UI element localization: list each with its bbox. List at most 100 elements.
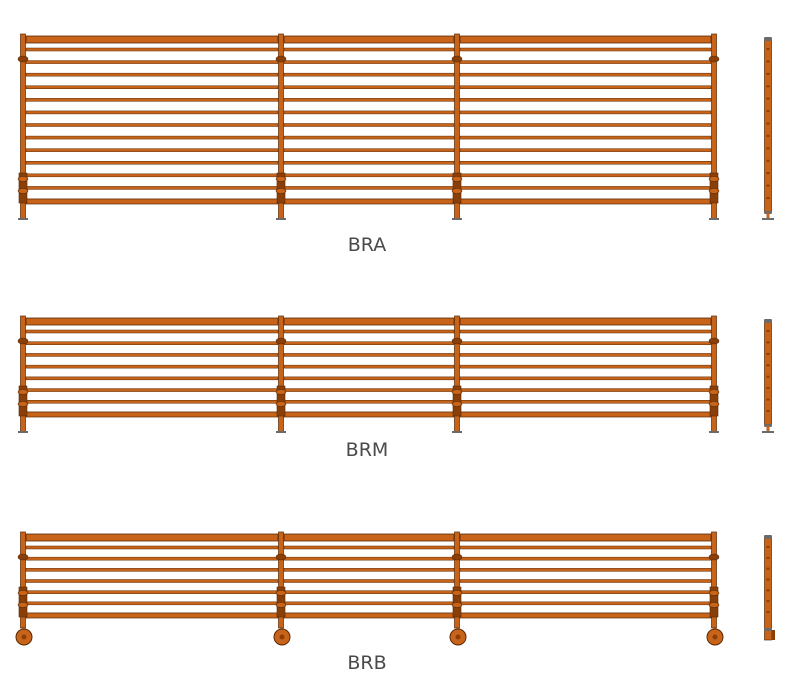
label-bra: BRA xyxy=(347,234,387,256)
coupler xyxy=(17,389,29,395)
side-rail-end xyxy=(766,387,770,390)
base-plate xyxy=(18,218,28,220)
rail xyxy=(283,400,455,404)
side-rail-end xyxy=(766,134,770,137)
rail xyxy=(25,72,279,77)
rail xyxy=(25,601,279,606)
base-plate xyxy=(18,431,28,433)
coupler xyxy=(275,55,287,63)
rail xyxy=(283,545,455,550)
rail xyxy=(459,590,712,594)
rail xyxy=(25,376,279,381)
base-plate xyxy=(709,218,719,220)
rail xyxy=(283,186,455,190)
side-cap xyxy=(764,319,772,323)
coupler xyxy=(275,188,287,194)
coupler xyxy=(708,401,720,407)
rail xyxy=(283,388,455,392)
top-rail xyxy=(283,533,455,542)
side-cap xyxy=(764,535,772,539)
coupler xyxy=(451,389,463,395)
post xyxy=(708,33,720,220)
rail xyxy=(459,353,712,357)
rail xyxy=(25,85,279,89)
coupler xyxy=(275,337,287,345)
coupler xyxy=(451,590,463,596)
side-joint xyxy=(764,628,772,631)
rail xyxy=(25,545,279,550)
post-brace xyxy=(452,172,462,204)
side-rail-end xyxy=(766,60,770,63)
post xyxy=(449,531,467,646)
rail xyxy=(459,85,712,89)
rail xyxy=(25,98,279,102)
side-spigot xyxy=(766,213,770,219)
railing-bra xyxy=(17,33,774,220)
post-brace xyxy=(452,385,462,417)
post xyxy=(451,315,463,433)
rail xyxy=(283,353,455,357)
side-rail-end xyxy=(766,110,770,113)
side-post xyxy=(764,535,772,641)
rail xyxy=(459,568,712,572)
side-base xyxy=(762,431,774,433)
post-brace xyxy=(18,385,28,417)
coupler xyxy=(708,602,720,608)
coupler xyxy=(275,553,287,561)
rail xyxy=(283,364,455,369)
rail xyxy=(25,148,279,152)
coupler xyxy=(275,389,287,395)
post xyxy=(275,33,287,220)
rail xyxy=(459,186,712,190)
railing-brm xyxy=(17,315,774,433)
base-plate xyxy=(276,218,286,220)
bottom-rail xyxy=(459,612,712,619)
coupler xyxy=(708,389,720,395)
rail xyxy=(459,110,712,115)
post xyxy=(15,531,33,646)
coupler xyxy=(451,553,463,561)
side-rail-end xyxy=(766,85,770,88)
side-joint xyxy=(764,424,772,427)
wheel-hub xyxy=(455,634,461,640)
coupler xyxy=(708,176,720,182)
rail xyxy=(459,72,712,77)
post-brace xyxy=(18,586,28,618)
coupler xyxy=(17,553,29,561)
post xyxy=(708,315,720,433)
side-rail-end xyxy=(766,122,770,125)
coupler xyxy=(275,602,287,608)
base-plate xyxy=(709,431,719,433)
wheel-hub xyxy=(279,634,285,640)
rail xyxy=(283,47,455,52)
wheel-hub xyxy=(712,634,718,640)
post xyxy=(275,315,287,433)
coupler xyxy=(708,590,720,596)
side-rail-end xyxy=(766,97,770,100)
coupler xyxy=(17,176,29,182)
side-spigot xyxy=(766,426,770,432)
rail xyxy=(459,98,712,102)
post-bar xyxy=(20,531,26,629)
rail xyxy=(25,173,279,178)
rail xyxy=(25,364,279,369)
rail xyxy=(25,60,279,64)
post-brace xyxy=(276,385,286,417)
rail xyxy=(283,579,455,583)
base-plate xyxy=(452,218,462,220)
side-rail-end xyxy=(766,172,770,175)
label-brb: BRB xyxy=(347,652,387,674)
wheel-hub xyxy=(21,634,27,640)
post-bar xyxy=(711,531,717,629)
coupler xyxy=(17,590,29,596)
post xyxy=(273,531,291,646)
rail xyxy=(459,579,712,583)
side-post xyxy=(764,37,772,214)
top-rail xyxy=(459,35,712,44)
side-base xyxy=(762,218,774,220)
rail xyxy=(459,545,712,550)
coupler xyxy=(708,55,720,63)
post xyxy=(17,33,29,220)
bottom-rail xyxy=(25,198,279,205)
post-bar xyxy=(278,531,284,629)
